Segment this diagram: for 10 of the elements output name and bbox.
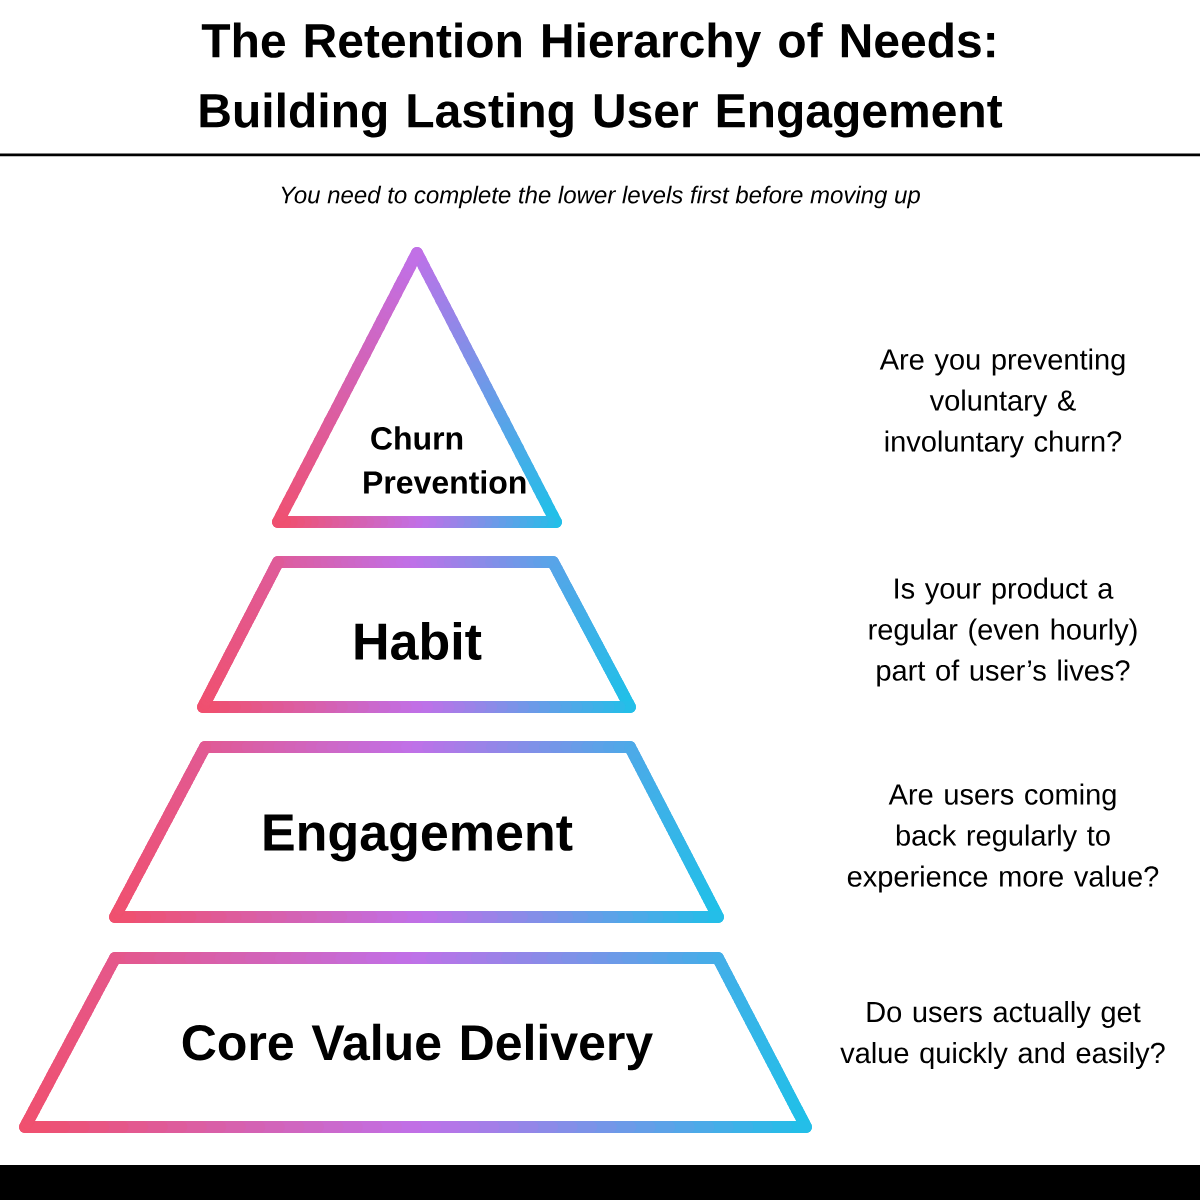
pyramid-level: Core Value Delivery: [19, 952, 812, 1133]
pyramid-level: Churn Prevention: [272, 247, 562, 528]
subtitle: You need to complete the lower levels first before moving up: [281, 185, 920, 209]
pyramid-level: Engagement: [109, 741, 724, 923]
question-text: Do users actually get value quickly and easily?: [840, 1001, 1165, 1070]
title: The Retention Hierarchy of Needs: Building Lasting User Engagement: [200, 22, 1003, 138]
question-text: Are you preventing voluntary & involuntary churn?: [879, 348, 1125, 458]
question-text: Are users coming back regularly to experience more value?: [847, 783, 1159, 893]
pyramid-level: Habit: [197, 556, 636, 713]
question-text: Is your product a regular (even hourly) part of user’s lives?: [869, 577, 1137, 687]
